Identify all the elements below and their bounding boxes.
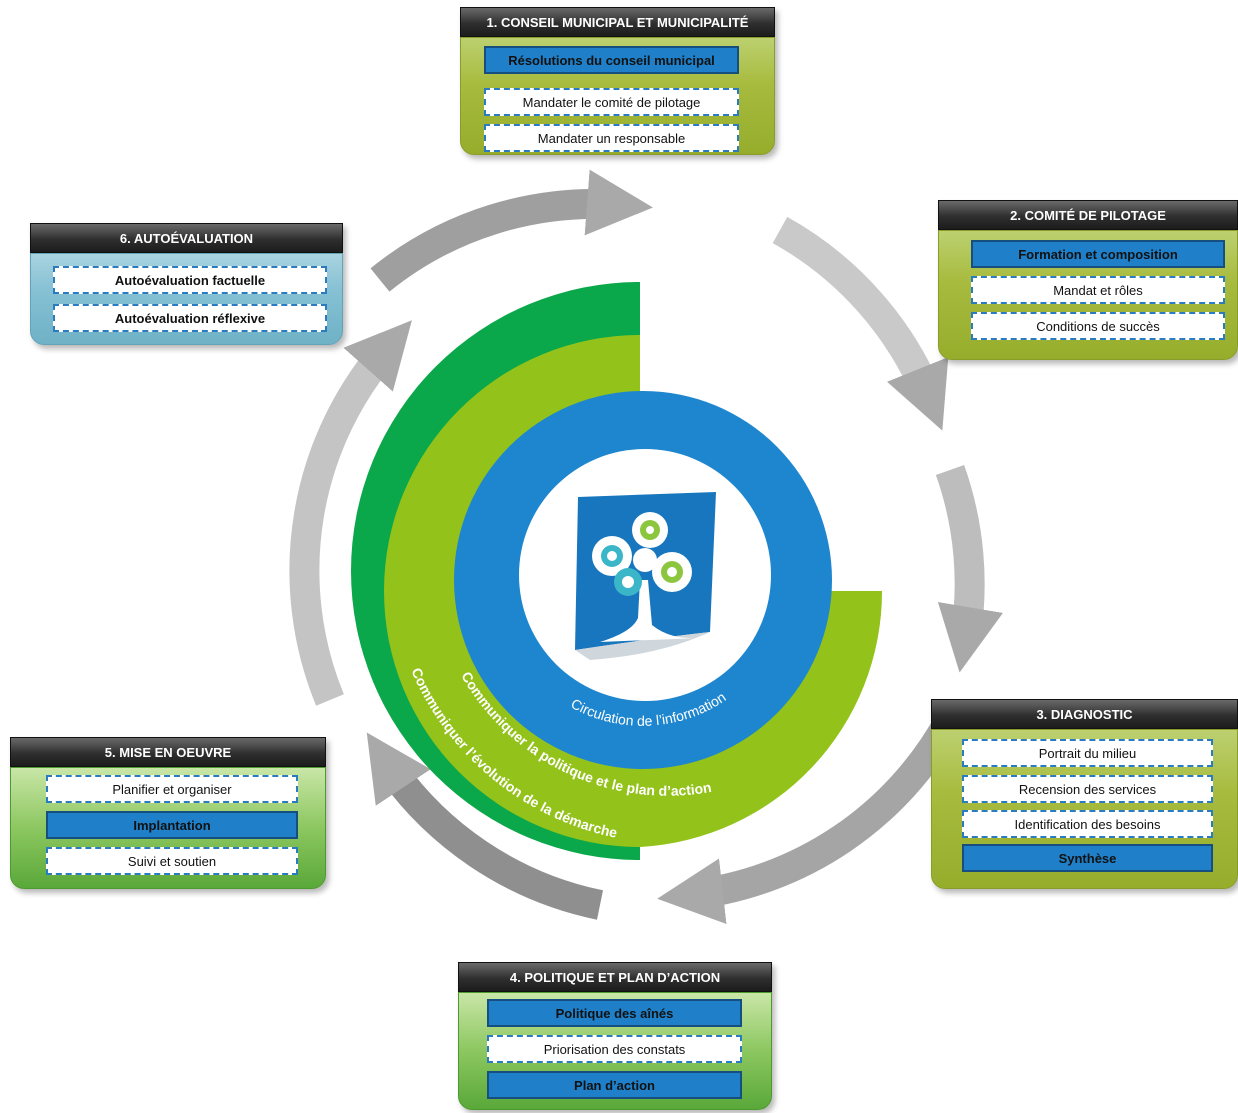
arrow-6-to-1: [370, 169, 653, 292]
step-4-item-3: Plan d’action: [487, 1071, 742, 1099]
step-2-item-2: Mandat et rôles: [971, 276, 1225, 304]
step-6-title: 6. AUTOÉVALUATION: [30, 223, 343, 253]
arrow-4-to-5: [366, 732, 604, 920]
step-1-box: 1. CONSEIL MUNICIPAL ET MUNICIPALITÉ Rés…: [460, 7, 775, 155]
step-2-title: 2. COMITÉ DE PILOTAGE: [938, 200, 1238, 230]
step-3-box: 3. DIAGNOSTIC Portrait du milieu Recensi…: [931, 699, 1238, 889]
step-2-item-1: Formation et composition: [971, 240, 1225, 268]
step-6-item-1: Autoévaluation factuelle: [53, 266, 327, 294]
step-6-box: 6. AUTOÉVALUATION Autoévaluation factuel…: [30, 223, 343, 345]
arrow-2-to-3: [935, 464, 1003, 673]
step-5-title: 5. MISE EN OEUVRE: [10, 737, 326, 767]
step-5-box: 5. MISE EN OEUVRE Planifier et organiser…: [10, 737, 326, 889]
step-2-item-3: Conditions de succès: [971, 312, 1225, 340]
step-4-item-1: Politique des aînés: [487, 999, 742, 1027]
arrow-5-to-6: [289, 320, 412, 706]
arrow-3-to-4: [657, 712, 964, 925]
arrow-1-to-2: [772, 216, 949, 431]
step-1-item-1: Résolutions du conseil municipal: [484, 46, 739, 74]
step-3-title: 3. DIAGNOSTIC: [931, 699, 1238, 729]
step-5-item-1: Planifier et organiser: [46, 775, 298, 803]
step-4-box: 4. POLITIQUE ET PLAN D’ACTION Politique …: [458, 962, 772, 1110]
step-5-item-3: Suivi et soutien: [46, 847, 298, 875]
step-3-item-4: Synthèse: [962, 844, 1213, 872]
step-1-item-3: Mandater un responsable: [484, 124, 739, 152]
step-4-title: 4. POLITIQUE ET PLAN D’ACTION: [458, 962, 772, 992]
step-1-item-2: Mandater le comité de pilotage: [484, 88, 739, 116]
cycle-arrows: [289, 169, 1003, 925]
step-3-item-1: Portrait du milieu: [962, 739, 1213, 767]
step-3-item-2: Recension des services: [962, 775, 1213, 803]
step-5-item-2: Implantation: [46, 811, 298, 839]
step-1-title: 1. CONSEIL MUNICIPAL ET MUNICIPALITÉ: [460, 7, 775, 37]
step-4-item-2: Priorisation des constats: [487, 1035, 742, 1063]
step-6-item-2: Autoévaluation réflexive: [53, 304, 327, 332]
tree-logo: [575, 492, 716, 660]
step-3-item-3: Identification des besoins: [962, 810, 1213, 838]
step-2-box: 2. COMITÉ DE PILOTAGE Formation et compo…: [938, 200, 1238, 360]
